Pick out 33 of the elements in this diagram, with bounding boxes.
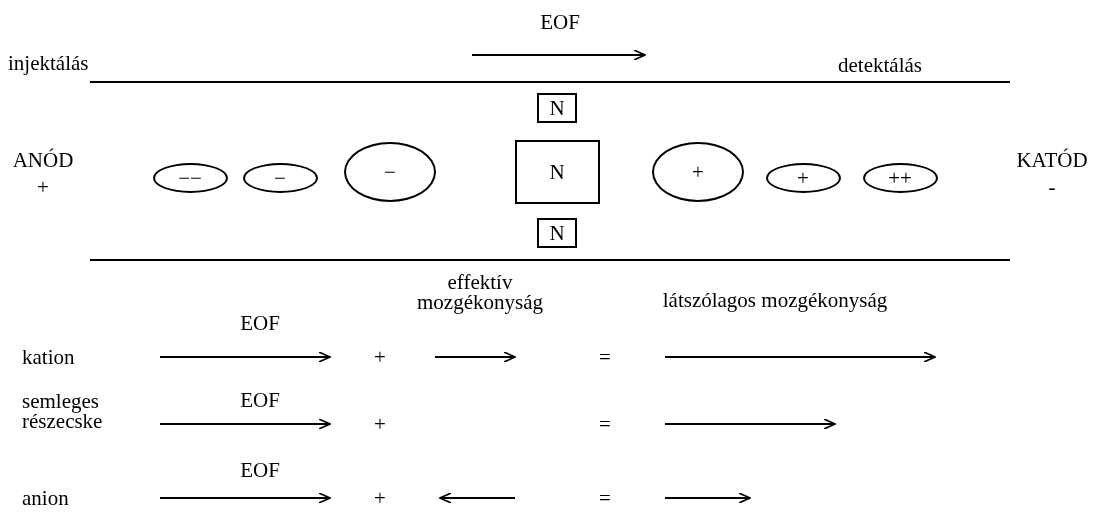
- end-label: injektálás: [8, 50, 89, 76]
- charge-sign: ++: [888, 165, 912, 191]
- charge-sign: −: [384, 159, 396, 185]
- equals-sign: =: [599, 344, 611, 370]
- equals-sign: =: [599, 485, 611, 511]
- charge-sign: N: [549, 159, 565, 185]
- plus-sign: +: [374, 411, 386, 437]
- electrode-label: KATÓD: [1016, 147, 1088, 173]
- row-label: kation: [22, 344, 75, 370]
- end-label: detektálás: [838, 52, 922, 78]
- particle-box: [514, 140, 600, 204]
- charge-sign: N: [549, 220, 565, 246]
- flow-label: EOF: [240, 457, 280, 483]
- flow-label: EOF: [240, 310, 280, 336]
- charge-sign: +: [692, 159, 704, 185]
- row-label: semleges részecske: [22, 391, 104, 431]
- plus-sign: +: [374, 344, 386, 370]
- particle-box: [537, 218, 577, 248]
- equals-sign: =: [599, 411, 611, 437]
- column-heading: effektív mozgékonyság: [416, 272, 544, 312]
- polarity-sign: +: [37, 174, 49, 200]
- polarity-sign: -: [1048, 174, 1056, 200]
- flow-label: EOF: [540, 9, 580, 35]
- charge-sign: −: [274, 165, 286, 191]
- row-label: anion: [22, 485, 69, 511]
- charge-sign: +: [797, 165, 809, 191]
- charge-sign: −−: [178, 165, 202, 191]
- charge-sign: N: [549, 95, 565, 121]
- particle-box: [537, 93, 577, 123]
- flow-label: EOF: [240, 387, 280, 413]
- electrode-label: ANÓD: [12, 147, 74, 173]
- column-heading: látszólagos mozgékonyság: [662, 287, 888, 313]
- plus-sign: +: [374, 485, 386, 511]
